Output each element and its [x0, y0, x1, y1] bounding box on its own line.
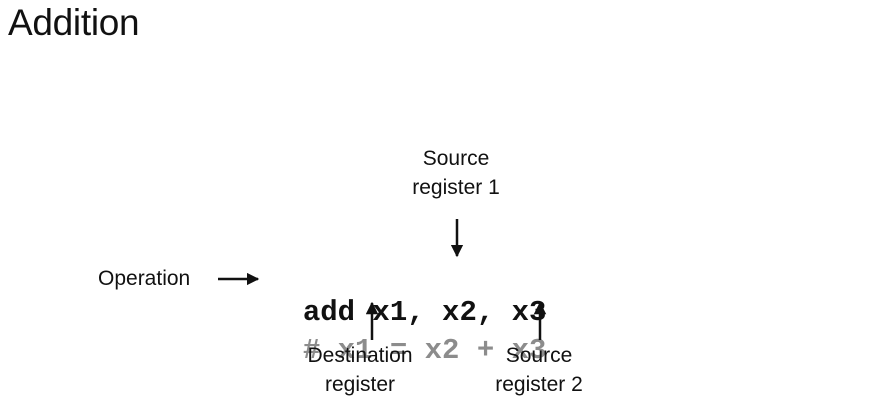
source-register-1-label-line2: register 1: [412, 176, 500, 199]
source-register-1-label: Source register 1: [396, 144, 516, 202]
destination-register-label-line1: Destination: [307, 344, 413, 367]
assembly-instruction: add x1, x2, x3: [302, 296, 547, 329]
slide-title: Addition: [8, 2, 140, 43]
destination-register-label-line2: register: [324, 373, 396, 396]
operation-label: Operation: [98, 264, 190, 293]
source-register-1-label-line1: Source: [422, 147, 490, 170]
destination-register-label: Destination register: [290, 341, 430, 399]
operation-label-text: Operation: [98, 267, 191, 290]
assembly-comment: # x1 = x2 + x3: [302, 334, 547, 367]
source-register-2-label-line2: register 2: [495, 373, 583, 396]
source-register-2-label: Source register 2: [479, 341, 599, 399]
assembly-line: add x1, x2, x3 # x1 = x2 + x3: [268, 256, 547, 370]
source-register-2-label-line1: Source: [505, 344, 573, 367]
